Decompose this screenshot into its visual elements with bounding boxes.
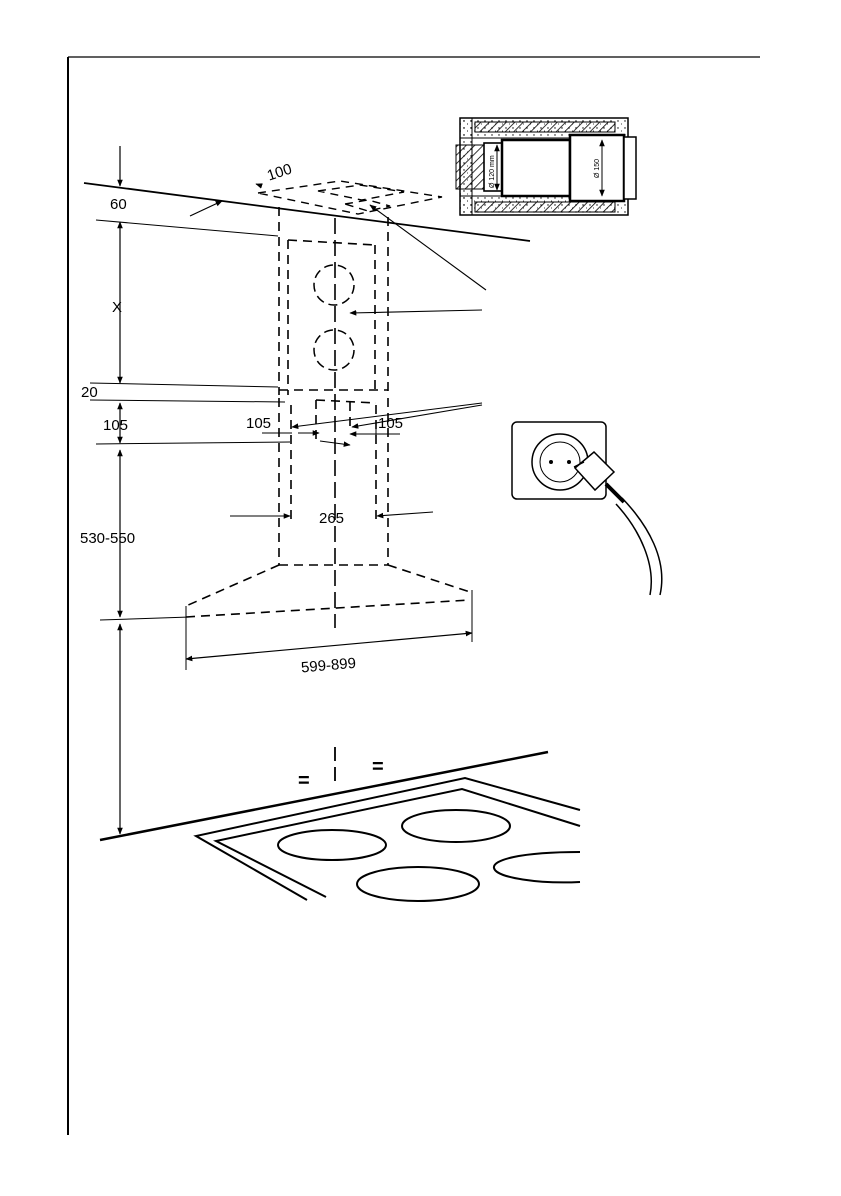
dim-265-label: 265 — [319, 510, 344, 527]
dim-100-arrow — [256, 184, 262, 186]
dim-105-vertical-label: 105 — [103, 417, 128, 434]
dim-x-label: X — [112, 299, 122, 316]
dim-105-right-label: 105 — [378, 415, 403, 432]
dim-20-label: 20 — [81, 384, 98, 401]
dim-265-arrow-right — [377, 512, 433, 516]
hob-burner-1 — [278, 830, 386, 860]
hob — [196, 778, 580, 901]
dim-599-899-label: 599-899 — [300, 655, 356, 677]
equal-mark-left: = — [298, 770, 310, 792]
dim-105-arrows — [262, 433, 400, 445]
lower-chimney-outline — [279, 398, 388, 565]
dim-60-label: 60 — [110, 196, 127, 213]
fixing-holes — [314, 265, 354, 370]
dim-60-arrow — [190, 201, 222, 216]
callout-leaders — [292, 205, 486, 427]
worktop-edge — [100, 752, 548, 840]
duct-inset: Ø 120 mm Ø 150 — [456, 118, 636, 215]
equal-mark-right: = — [372, 756, 384, 778]
duct-label-right: Ø 150 — [594, 159, 601, 178]
dim-530-550-label: 530-550 — [80, 530, 135, 547]
hob-burner-2 — [402, 810, 510, 842]
hood-canopy-outline — [186, 565, 470, 617]
dim-105-left-label: 105 — [246, 415, 271, 432]
dim-100-label: 100 — [265, 161, 294, 185]
dim-599-899-arrow — [186, 633, 472, 659]
hob-burner-3 — [357, 867, 479, 901]
duct-label-left: Ø 120 mm — [489, 155, 496, 188]
plug-and-cable — [574, 452, 662, 595]
hob-burner-4 — [494, 852, 580, 882]
upper-chimney-outline — [279, 207, 388, 395]
